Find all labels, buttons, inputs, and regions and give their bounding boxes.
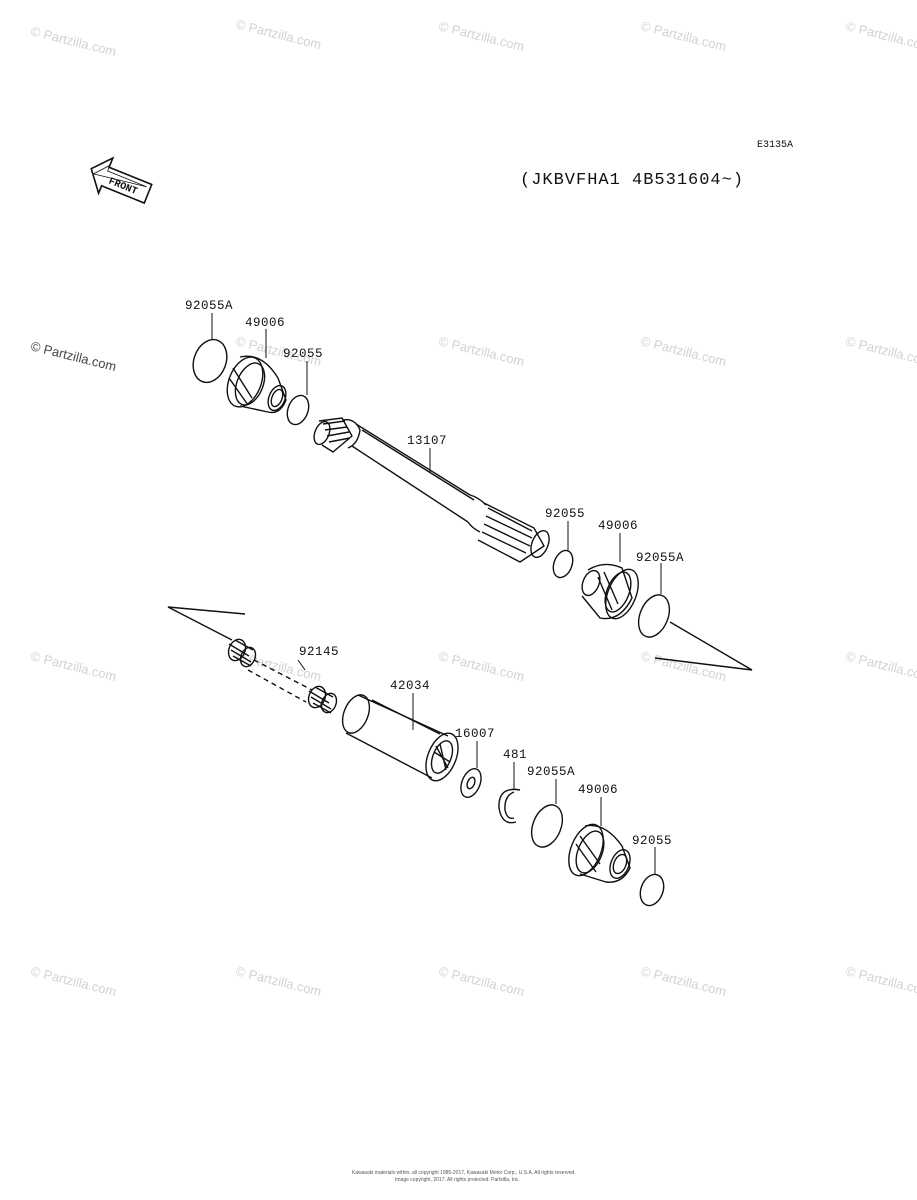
o-ring-part (552, 549, 574, 579)
watermark: © Partzilla.com (844, 648, 917, 684)
spring-part (227, 638, 338, 714)
callout-label[interactable]: 92055 (283, 347, 323, 361)
watermark: © Partzilla.com (29, 963, 118, 999)
front-arrow-icon: FRONT (90, 156, 153, 205)
drive-shaft-part (313, 417, 550, 563)
boot-part (581, 563, 639, 620)
watermark: © Partzilla.com (437, 963, 526, 999)
callout-label[interactable]: 13107 (407, 434, 447, 448)
watermark: © Partzilla.com (639, 18, 728, 54)
coupler-part (341, 694, 459, 782)
o-ring-part (530, 804, 564, 848)
watermark: © Partzilla.com (844, 333, 917, 369)
callout-label[interactable]: 92145 (299, 645, 339, 659)
watermark: © Partzilla.com (437, 333, 526, 369)
callout-label[interactable]: 92055A (185, 299, 233, 313)
watermark: © Partzilla.com (29, 338, 118, 374)
circlip-part (498, 788, 521, 824)
footer-copyright: Kawasaki materials within, all copyright… (352, 1170, 576, 1176)
watermark: © Partzilla.com (29, 23, 118, 59)
watermark: © Partzilla.com (639, 963, 728, 999)
watermark: © Partzilla.com (29, 648, 118, 684)
callout-label[interactable]: 49006 (245, 316, 285, 330)
callout-label[interactable]: 92055 (545, 507, 585, 521)
leader-lines (211, 313, 662, 874)
watermark: © Partzilla.com (639, 333, 728, 369)
o-ring-part (639, 873, 665, 907)
watermark: © Partzilla.com (234, 16, 323, 52)
serial-range: (JKBVFHA1 4B531604~) (520, 171, 744, 190)
callout-label[interactable]: 49006 (598, 519, 638, 533)
o-ring-part (192, 338, 228, 384)
watermark-grid: © Partzilla.com © Partzilla.com © Partzi… (29, 16, 917, 999)
watermark: © Partzilla.com (639, 648, 728, 684)
drawing-code: E3135A (757, 140, 793, 151)
watermark: © Partzilla.com (437, 18, 526, 54)
callout-label[interactable]: 92055 (632, 834, 672, 848)
callout-label[interactable]: 92055A (636, 551, 684, 565)
boot-part (226, 355, 287, 414)
o-ring-part (286, 394, 310, 426)
callout-label[interactable]: 92055A (527, 765, 575, 779)
watermark: © Partzilla.com (437, 648, 526, 684)
watermark: © Partzilla.com (844, 18, 917, 54)
washer-part (460, 767, 482, 799)
callout-label[interactable]: 49006 (578, 783, 618, 797)
callout-label[interactable]: 42034 (390, 679, 430, 693)
boot-part (568, 823, 631, 883)
callout-label[interactable]: 481 (503, 748, 527, 762)
footer-copyright-2: Image copyright, 2017. All rights protec… (395, 1177, 520, 1183)
o-ring-part (637, 594, 671, 638)
watermark: © Partzilla.com (844, 963, 917, 999)
watermark: © Partzilla.com (234, 963, 323, 999)
callout-label[interactable]: 16007 (455, 727, 495, 741)
